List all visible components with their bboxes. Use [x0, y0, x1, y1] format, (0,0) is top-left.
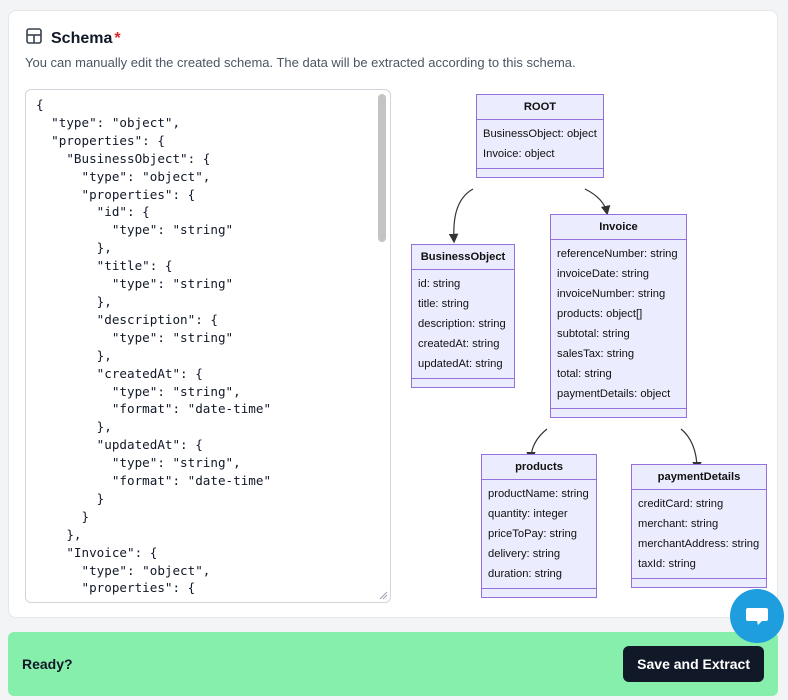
- page-title: Schema: [51, 29, 113, 47]
- connector-root-businessobject: [448, 188, 474, 244]
- node-field: id: string: [418, 278, 461, 290]
- node-field: createdAt: string: [418, 338, 500, 350]
- node-paymentdetails: paymentDetails creditCard: string mercha…: [631, 464, 767, 588]
- node-field: paymentDetails: object: [557, 388, 671, 400]
- node-title: BusinessObject: [412, 245, 514, 270]
- chat-icon: [746, 608, 768, 625]
- connector-invoice-paymentdetails: [680, 428, 702, 472]
- save-and-extract-button[interactable]: Save and Extract: [623, 646, 764, 682]
- schema-editor[interactable]: { "type": "object", "properties": { "Bus…: [25, 89, 391, 603]
- node-field: Invoice: object: [483, 148, 555, 160]
- node-field: total: string: [557, 368, 612, 380]
- node-field: title: string: [418, 298, 469, 310]
- node-field: merchant: string: [638, 518, 719, 530]
- node-field: taxId: string: [638, 558, 696, 570]
- ready-label: Ready?: [22, 656, 73, 672]
- node-field: merchantAddress: string: [638, 538, 760, 550]
- schema-code[interactable]: { "type": "object", "properties": { "Bus…: [36, 97, 272, 596]
- node-root: ROOT BusinessObject: object Invoice: obj…: [476, 94, 604, 178]
- node-title: paymentDetails: [632, 465, 766, 490]
- node-field: invoiceNumber: string: [557, 288, 666, 300]
- schema-description: You can manually edit the created schema…: [25, 55, 576, 70]
- node-field: products: object[]: [557, 308, 643, 320]
- node-field: updatedAt: string: [418, 358, 503, 370]
- schema-diagram: ROOT BusinessObject: object Invoice: obj…: [397, 91, 777, 611]
- node-field: referenceNumber: string: [557, 248, 678, 260]
- node-field: description: string: [418, 318, 506, 330]
- resize-handle-icon[interactable]: [378, 590, 388, 600]
- node-invoice: Invoice referenceNumber: string invoiceD…: [550, 214, 687, 418]
- node-title: ROOT: [477, 95, 603, 120]
- node-field: priceToPay: string: [488, 528, 577, 540]
- required-indicator: *: [114, 29, 121, 47]
- node-field: productName: string: [488, 488, 589, 500]
- node-title: products: [482, 455, 596, 480]
- node-field: BusinessObject: object: [483, 128, 597, 140]
- schema-header: Schema *: [25, 27, 121, 50]
- node-field: duration: string: [488, 568, 563, 580]
- connector-root-invoice: [584, 188, 611, 216]
- node-field: creditCard: string: [638, 498, 724, 510]
- node-products: products productName: string quantity: i…: [481, 454, 597, 598]
- schema-card: Schema * You can manually edit the creat…: [8, 10, 778, 618]
- layout-icon: [25, 27, 43, 50]
- node-title: Invoice: [551, 215, 686, 240]
- node-field: salesTax: string: [557, 348, 635, 360]
- node-field: invoiceDate: string: [557, 268, 650, 280]
- node-field: delivery: string: [488, 548, 561, 560]
- node-field: quantity: integer: [488, 508, 568, 520]
- chat-launcher-button[interactable]: [730, 589, 784, 643]
- node-field: subtotal: string: [557, 328, 630, 340]
- editor-scrollbar[interactable]: [378, 94, 386, 242]
- node-businessobject: BusinessObject id: string title: string …: [411, 244, 515, 388]
- action-bar: Ready? Save and Extract: [8, 632, 778, 696]
